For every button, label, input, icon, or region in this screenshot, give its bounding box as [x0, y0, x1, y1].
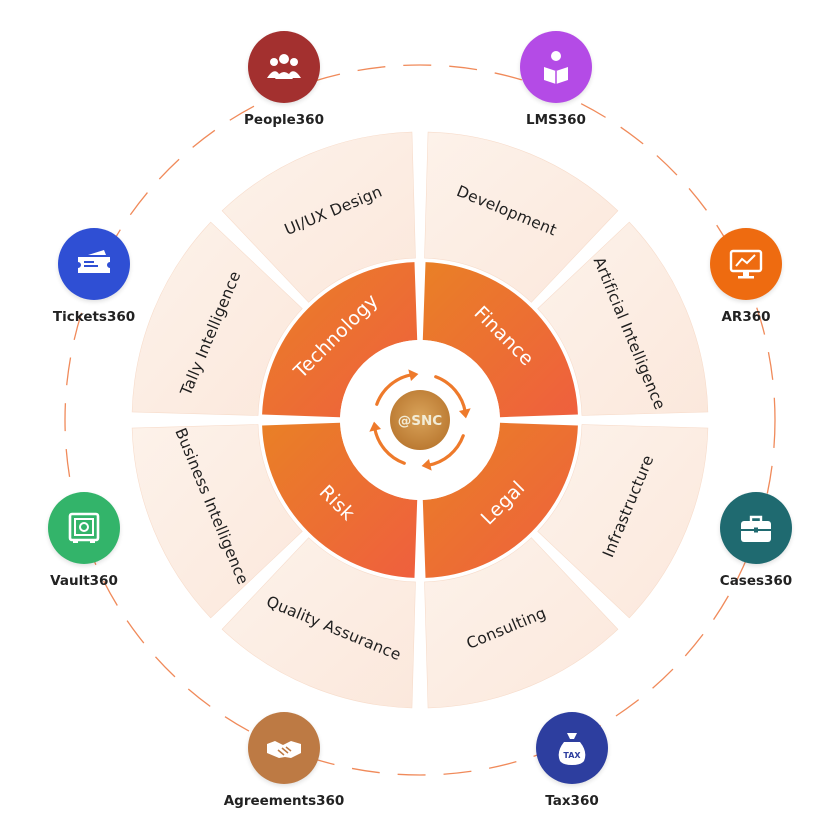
- app-ar360[interactable]: AR360: [671, 228, 821, 325]
- app-label: Tax360: [545, 793, 599, 809]
- app-tax360[interactable]: TAX Tax360: [497, 712, 647, 809]
- app-label: AR360: [721, 309, 771, 325]
- outer-segment: [131, 424, 303, 619]
- handshake-icon[interactable]: [248, 712, 320, 784]
- app-label: Vault360: [50, 573, 118, 589]
- outer-segment: [424, 131, 619, 303]
- app-label: Agreements360: [223, 793, 345, 809]
- app-label: Cases360: [719, 573, 793, 589]
- center-logo-text: @SNC: [398, 413, 443, 429]
- dashed-orbit: [64, 64, 776, 776]
- reader-icon[interactable]: [520, 31, 592, 103]
- vault-icon[interactable]: [48, 492, 120, 564]
- app-label: People360: [244, 112, 324, 128]
- app-cases360[interactable]: Cases360: [681, 492, 831, 589]
- outer-segment: [537, 424, 709, 619]
- app-label: LMS360: [526, 112, 586, 128]
- app-lms360[interactable]: LMS360: [481, 31, 631, 128]
- outer-segment: [424, 537, 619, 709]
- app-people360[interactable]: People360: [209, 31, 359, 128]
- outer-segment: [131, 221, 303, 416]
- inner-segment: [262, 262, 418, 418]
- outer-segment: [221, 131, 416, 303]
- app-agreements360[interactable]: Agreements360: [209, 712, 359, 809]
- outer-segment: [537, 221, 709, 416]
- briefcase-icon[interactable]: [720, 492, 792, 564]
- tax-bag-icon[interactable]: TAX: [536, 712, 608, 784]
- monitor-chart-icon[interactable]: [710, 228, 782, 300]
- inner-segment: [262, 422, 418, 578]
- inner-segment: [422, 262, 578, 418]
- ticket-icon[interactable]: [58, 228, 130, 300]
- people-icon[interactable]: [248, 31, 320, 103]
- center-hub: @SNC: [340, 340, 500, 500]
- app-vault360[interactable]: Vault360: [9, 492, 159, 589]
- cycle-arrows-icon: [369, 369, 471, 471]
- logo-badge: [390, 390, 450, 450]
- inner-segment: [422, 422, 578, 578]
- app-tickets360[interactable]: Tickets360: [19, 228, 169, 325]
- app-label: Tickets360: [52, 309, 136, 325]
- svg-text:TAX: TAX: [563, 751, 581, 760]
- outer-segment: [221, 537, 416, 709]
